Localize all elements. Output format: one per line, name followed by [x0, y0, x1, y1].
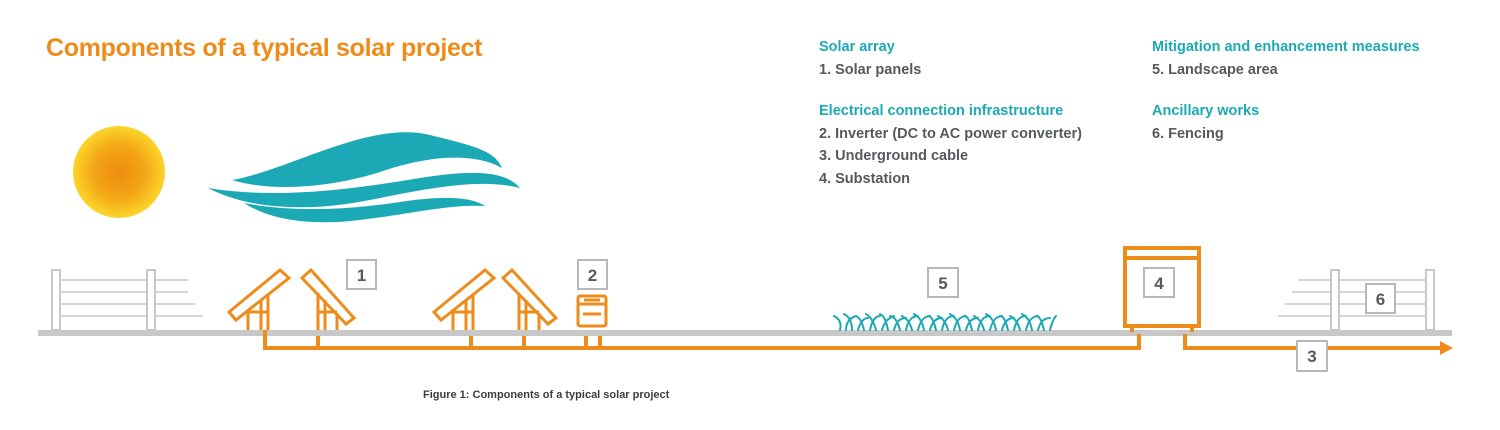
legend-heading: Mitigation and enhancement measures — [1152, 39, 1420, 55]
ground-line — [38, 330, 1452, 336]
legend-item: 6. Fencing — [1152, 125, 1224, 142]
legend-item: 2. Inverter (DC to AC power converter) — [819, 125, 1082, 142]
cable-drops — [316, 336, 602, 348]
legend-heading: Solar array — [819, 39, 895, 55]
solar-panel-icon — [226, 268, 292, 330]
legend-heading: Electrical connection infrastructure — [819, 103, 1064, 119]
fence-icon — [51, 269, 203, 331]
legend-group-mitigation: Mitigation and enhancement measures 5. L… — [1152, 36, 1420, 81]
marker-label: 4 — [1154, 274, 1164, 293]
fence-icon — [1278, 269, 1435, 331]
legend-column-right: Mitigation and enhancement measures 5. L… — [1152, 36, 1420, 164]
wind-icon — [208, 132, 520, 223]
arrow-icon — [1440, 341, 1453, 355]
grass-icon — [833, 313, 1057, 331]
legend-item: 4. Substation — [819, 170, 911, 187]
marker-label: 2 — [588, 266, 597, 285]
legend-group-electrical: Electrical connection infrastructure 2. … — [819, 100, 1082, 190]
sun-icon — [73, 126, 165, 218]
marker-4: 4 — [1143, 267, 1175, 298]
solar-panel-icon — [299, 267, 357, 330]
marker-label: 1 — [357, 266, 366, 285]
marker-label: 6 — [1376, 290, 1385, 309]
legend-item: 1. Solar panels — [819, 61, 922, 78]
solar-panel-icon — [500, 267, 559, 330]
substation-icon — [1123, 246, 1201, 332]
marker-1: 1 — [346, 259, 377, 290]
marker-2: 2 — [577, 259, 608, 290]
figure-caption: Figure 1: Components of a typical solar … — [423, 389, 670, 401]
legend-item: 5. Landscape area — [1152, 61, 1278, 78]
legend-group-solar-array: Solar array 1. Solar panels — [819, 36, 1082, 81]
inverter-icon — [576, 294, 608, 328]
marker-5: 5 — [927, 267, 959, 298]
legend-heading: Ancillary works — [1152, 103, 1260, 119]
marker-label: 5 — [938, 274, 947, 293]
underground-cable — [263, 330, 1440, 350]
legend-column-left: Solar array 1. Solar panels Electrical c… — [819, 36, 1082, 209]
marker-label: 3 — [1307, 347, 1316, 366]
legend-item: 3. Underground cable — [819, 148, 969, 164]
marker-6: 6 — [1365, 283, 1396, 314]
marker-3: 3 — [1296, 340, 1328, 372]
solar-panel-icon — [431, 268, 497, 330]
legend-group-ancillary: Ancillary works 6. Fencing — [1152, 100, 1420, 145]
diagram-title: Components of a typical solar project — [46, 34, 483, 62]
